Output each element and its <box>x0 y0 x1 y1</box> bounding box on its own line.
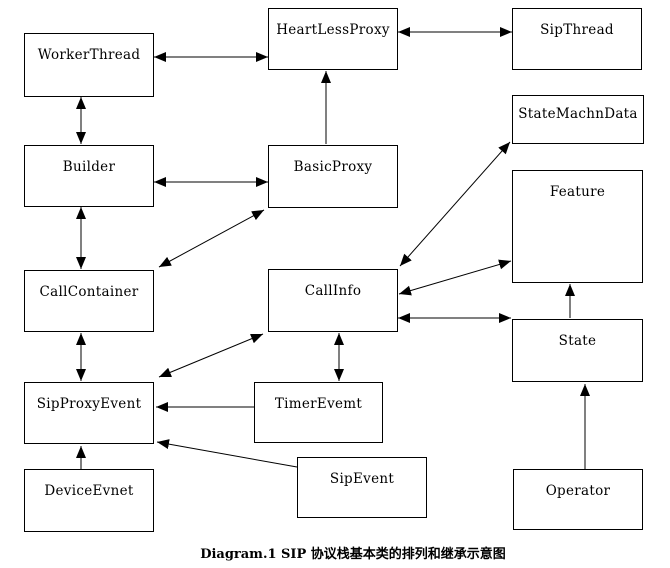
node-feature-label: Feature <box>549 184 606 200</box>
node-sipthread: SipThread <box>512 8 642 70</box>
node-state: State <box>512 319 643 382</box>
node-operator-label: Operator <box>545 483 611 499</box>
node-sipevent-label: SipEvent <box>329 471 395 487</box>
node-sipproxyevent-label: SipProxyEvent <box>36 396 142 412</box>
node-heartlessproxy-label: HeartLessProxy <box>276 22 390 38</box>
edge-basicproxy-callcontainer <box>158 209 265 268</box>
diagram-caption: Diagram.1 SIP 协议栈基本类的排列和继承示意图 <box>200 547 506 562</box>
node-heartlessproxy: HeartLessProxy <box>268 8 398 70</box>
node-builder: Builder <box>24 145 154 207</box>
node-deviceevnet-label: DeviceEvnet <box>44 483 134 499</box>
node-builder-label: Builder <box>62 159 116 175</box>
node-feature: Feature <box>512 170 643 283</box>
node-callinfo: CallInfo <box>268 269 398 332</box>
node-timerevemt-label: TimerEvemt <box>274 396 363 412</box>
node-timerevemt: TimerEvemt <box>254 382 383 443</box>
node-basicproxy-label: BasicProxy <box>293 159 373 175</box>
node-statemachndata: StateMachnData <box>512 95 644 144</box>
node-callcontainer-label: CallContainer <box>39 284 139 300</box>
node-workerthread-label: WorkerThread <box>37 47 141 63</box>
edge-sipproxyevent-callinfo <box>158 333 264 378</box>
edge-callinfo-feature <box>398 259 512 296</box>
node-deviceevnet: DeviceEvnet <box>24 469 154 532</box>
node-callcontainer: CallContainer <box>24 270 154 332</box>
node-sipthread-label: SipThread <box>540 22 614 38</box>
node-callinfo-label: CallInfo <box>304 283 362 299</box>
node-sipproxyevent: SipProxyEvent <box>24 382 154 444</box>
edge-callinfo-statemachndata <box>399 141 511 267</box>
node-state-label: State <box>558 333 597 349</box>
node-statemachndata-label: StateMachnData <box>518 106 638 122</box>
node-basicproxy: BasicProxy <box>268 145 398 208</box>
node-sipevent: SipEvent <box>297 457 427 518</box>
node-operator: Operator <box>513 469 643 530</box>
node-workerthread: WorkerThread <box>24 33 154 97</box>
edge-sipevent-sipproxyevent <box>156 439 298 468</box>
